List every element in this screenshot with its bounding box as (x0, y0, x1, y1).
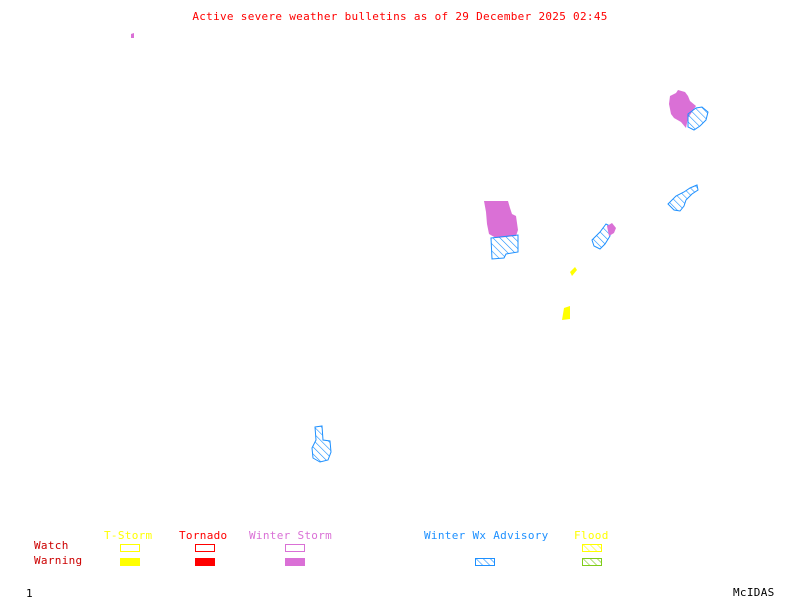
winter-wx-advisory-area[interactable] (687, 106, 709, 131)
tornado-warning-swatch (195, 558, 215, 566)
tornado-watch-swatch (195, 544, 215, 552)
legend-label-tstorm: T-Storm (104, 529, 153, 542)
winter-storm-warning-area[interactable] (484, 201, 518, 238)
map-title: Active severe weather bulletins as of 29… (192, 10, 608, 23)
tstorm-watch-swatch (120, 544, 140, 552)
flood-watch-swatch (582, 544, 602, 552)
legend-label-tornado: Tornado (179, 529, 228, 542)
tstorm-warning-swatch (120, 558, 140, 566)
winter-storm-watch-swatch (285, 544, 305, 552)
winter-wx-advisory-area[interactable] (311, 425, 332, 463)
winter-storm-warning-area[interactable] (131, 33, 134, 38)
winter-wx-advisory-area[interactable] (591, 223, 611, 250)
legend-label-winter-wx-advisory: Winter Wx Advisory (424, 529, 549, 542)
winter-storm-warning-area[interactable] (669, 90, 696, 128)
winter-storm-warning-swatch (285, 558, 305, 566)
tstorm-warning-area[interactable] (562, 306, 570, 320)
frame-number: 1 (26, 587, 33, 600)
legend-label-flood: Flood (574, 529, 609, 542)
winter-wx-advisory-swatch (475, 558, 495, 566)
legend-row-watch: Watch (34, 539, 69, 552)
brand-label: McIDAS (733, 586, 775, 599)
winter-storm-warning-area[interactable] (607, 223, 616, 236)
legend-row-warning: Warning (34, 554, 83, 567)
legend-label-winter-storm: Winter Storm (249, 529, 333, 542)
flood-warning-swatch (582, 558, 602, 566)
tstorm-warning-area[interactable] (570, 267, 577, 276)
winter-wx-advisory-area[interactable] (490, 234, 519, 260)
winter-wx-advisory-area[interactable] (667, 184, 699, 212)
